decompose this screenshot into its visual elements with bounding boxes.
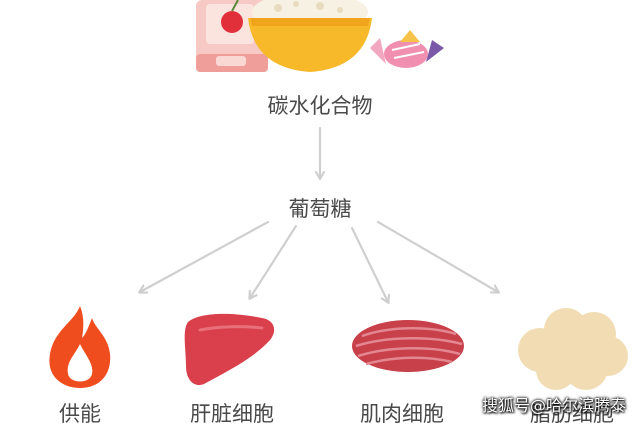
fat-cells-icon	[518, 308, 628, 390]
node-carbohydrate: 碳水化合物	[267, 94, 373, 118]
candy-icon	[370, 30, 444, 68]
arrow-glucose-to-muscle	[350, 226, 388, 302]
bowl-icon	[248, 0, 372, 72]
muscle-icon	[352, 320, 464, 372]
arrow-glucose-to-liver	[250, 224, 298, 298]
arrow-glucose-to-fat	[376, 220, 498, 292]
carbohydrate-food-illustration	[196, 0, 444, 72]
arrow-glucose-to-energy	[140, 220, 270, 292]
liver-icon	[184, 313, 275, 386]
node-fat-cell: 脂肪细胞	[530, 402, 614, 426]
node-liver-cell: 肝脏细胞	[190, 402, 274, 426]
flame-icon	[49, 306, 111, 388]
node-energy: 供能	[59, 402, 101, 426]
node-glucose: 葡萄糖	[288, 197, 352, 221]
arrows	[140, 126, 498, 302]
node-muscle-cell: 肌肉细胞	[360, 402, 444, 426]
watermark: 搜狐号@哈尔滨腾泰	[481, 396, 626, 415]
